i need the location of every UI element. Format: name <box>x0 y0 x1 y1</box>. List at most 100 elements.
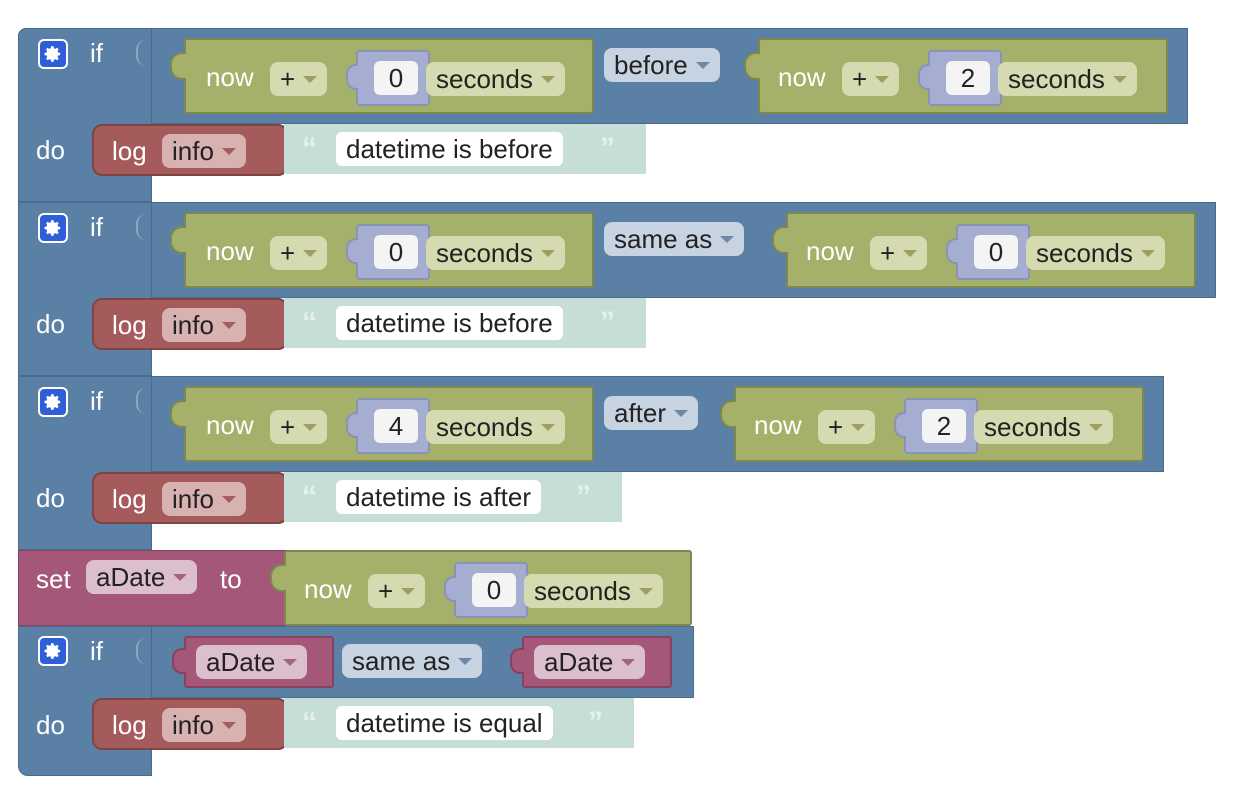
operator-dropdown[interactable]: + <box>842 62 900 96</box>
input-slot <box>136 388 152 414</box>
dropdown-arrow-icon <box>221 721 236 729</box>
gear-icon[interactable] <box>38 387 68 417</box>
operator-dropdown[interactable]: + <box>818 410 876 444</box>
log-level-value: info <box>172 135 214 166</box>
number-block[interactable]: 0 <box>346 224 430 280</box>
compare-dropdown[interactable]: same as <box>342 644 483 678</box>
log-level-dropdown[interactable]: info <box>162 134 246 168</box>
variable-dropdown[interactable]: aDate <box>196 645 308 679</box>
text-field[interactable]: datetime is after <box>336 480 541 514</box>
now-label: now <box>778 62 826 92</box>
text-block[interactable]: “ datetime is equal ” <box>284 698 634 748</box>
dropdown-arrow-icon <box>303 423 318 431</box>
dropdown-arrow-icon <box>674 409 689 417</box>
number-block[interactable]: 0 <box>346 50 430 106</box>
operator-dropdown[interactable]: + <box>270 62 328 96</box>
do-label: do <box>36 710 65 740</box>
dropdown-arrow-icon <box>173 573 188 581</box>
text-block[interactable]: “ datetime is before ” <box>284 124 646 174</box>
gear-icon[interactable] <box>38 213 68 243</box>
log-level-dropdown[interactable]: info <box>162 308 246 342</box>
number-field[interactable]: 0 <box>374 235 418 269</box>
variable-dropdown[interactable]: aDate <box>534 645 646 679</box>
now-label: now <box>304 574 352 604</box>
number-field[interactable]: 0 <box>974 235 1018 269</box>
quote-open-icon: “ <box>302 306 317 339</box>
log-block[interactable]: log info <box>92 124 288 176</box>
operator-dropdown[interactable]: + <box>870 236 928 270</box>
unit-dropdown[interactable]: seconds <box>426 410 565 444</box>
variable-dropdown[interactable]: aDate <box>86 560 198 594</box>
operator-value: + <box>280 411 296 442</box>
number-block[interactable]: 2 <box>894 398 978 454</box>
unit-value: seconds <box>984 411 1081 442</box>
log-block[interactable]: log info <box>92 298 288 350</box>
date-block-left[interactable]: now + 0 seconds <box>170 212 594 288</box>
log-level-dropdown[interactable]: info <box>162 482 246 516</box>
if-label: if <box>90 38 103 68</box>
compare-dropdown[interactable]: before <box>604 48 720 82</box>
text-block[interactable]: “ datetime is after ” <box>284 472 622 522</box>
number-block[interactable]: 0 <box>444 562 528 618</box>
date-block-right[interactable]: now + 0 seconds <box>772 212 1196 288</box>
number-field[interactable]: 0 <box>472 573 516 607</box>
operator-dropdown[interactable]: + <box>270 236 328 270</box>
log-label: log <box>112 710 147 740</box>
gear-icon[interactable] <box>38 636 68 666</box>
log-level-value: info <box>172 309 214 340</box>
log-level-dropdown[interactable]: info <box>162 708 246 742</box>
number-field[interactable]: 2 <box>946 61 990 95</box>
unit-dropdown[interactable]: seconds <box>426 236 565 270</box>
if-label: if <box>90 636 103 666</box>
operator-dropdown[interactable]: + <box>368 574 426 608</box>
number-field[interactable]: 2 <box>922 409 966 443</box>
gear-icon[interactable] <box>38 39 68 69</box>
number-block[interactable]: 4 <box>346 398 430 454</box>
number-field[interactable]: 0 <box>374 61 418 95</box>
input-slot <box>136 638 152 664</box>
dropdown-arrow-icon <box>875 75 890 83</box>
text-block[interactable]: “ datetime is before ” <box>284 298 646 348</box>
number-field[interactable]: 4 <box>374 409 418 443</box>
dropdown-arrow-icon <box>720 235 735 243</box>
text-field[interactable]: datetime is equal <box>336 706 553 740</box>
number-block[interactable]: 0 <box>946 224 1030 280</box>
date-block-left[interactable]: now + 0 seconds <box>170 38 594 114</box>
now-label: now <box>206 236 254 266</box>
date-block-right[interactable]: now + 2 seconds <box>720 386 1144 462</box>
operator-value: + <box>378 575 394 606</box>
date-block-right[interactable]: now + 2 seconds <box>744 38 1168 114</box>
unit-value: seconds <box>436 63 533 94</box>
variable-value: aDate <box>544 646 614 677</box>
compare-dropdown[interactable]: same as <box>604 222 745 256</box>
compare-value: after <box>614 397 667 428</box>
variable-block-right[interactable]: aDate <box>510 636 672 688</box>
date-block-value[interactable]: now + 0 seconds <box>270 550 692 626</box>
operator-value: + <box>852 63 868 94</box>
unit-dropdown[interactable]: seconds <box>426 62 565 96</box>
text-field[interactable]: datetime is before <box>336 306 563 340</box>
dropdown-arrow-icon <box>903 249 918 257</box>
compare-dropdown[interactable]: after <box>604 396 699 430</box>
dropdown-arrow-icon <box>638 587 653 595</box>
dropdown-arrow-icon <box>621 658 636 666</box>
operator-value: + <box>280 237 296 268</box>
quote-open-icon: “ <box>302 480 317 513</box>
unit-dropdown[interactable]: seconds <box>1026 236 1165 270</box>
log-level-value: info <box>172 483 214 514</box>
dropdown-arrow-icon <box>540 249 555 257</box>
do-label: do <box>36 483 65 513</box>
date-block-left[interactable]: now + 4 seconds <box>170 386 594 462</box>
quote-open-icon: “ <box>302 132 317 165</box>
operator-dropdown[interactable]: + <box>270 410 328 444</box>
dropdown-arrow-icon <box>695 61 710 69</box>
variable-block-left[interactable]: aDate <box>172 636 334 688</box>
text-field[interactable]: datetime is before <box>336 132 563 166</box>
unit-dropdown[interactable]: seconds <box>524 574 663 608</box>
unit-dropdown[interactable]: seconds <box>998 62 1137 96</box>
operator-value: + <box>828 411 844 442</box>
log-block[interactable]: log info <box>92 698 288 750</box>
log-block[interactable]: log info <box>92 472 288 524</box>
number-block[interactable]: 2 <box>918 50 1002 106</box>
unit-dropdown[interactable]: seconds <box>974 410 1113 444</box>
